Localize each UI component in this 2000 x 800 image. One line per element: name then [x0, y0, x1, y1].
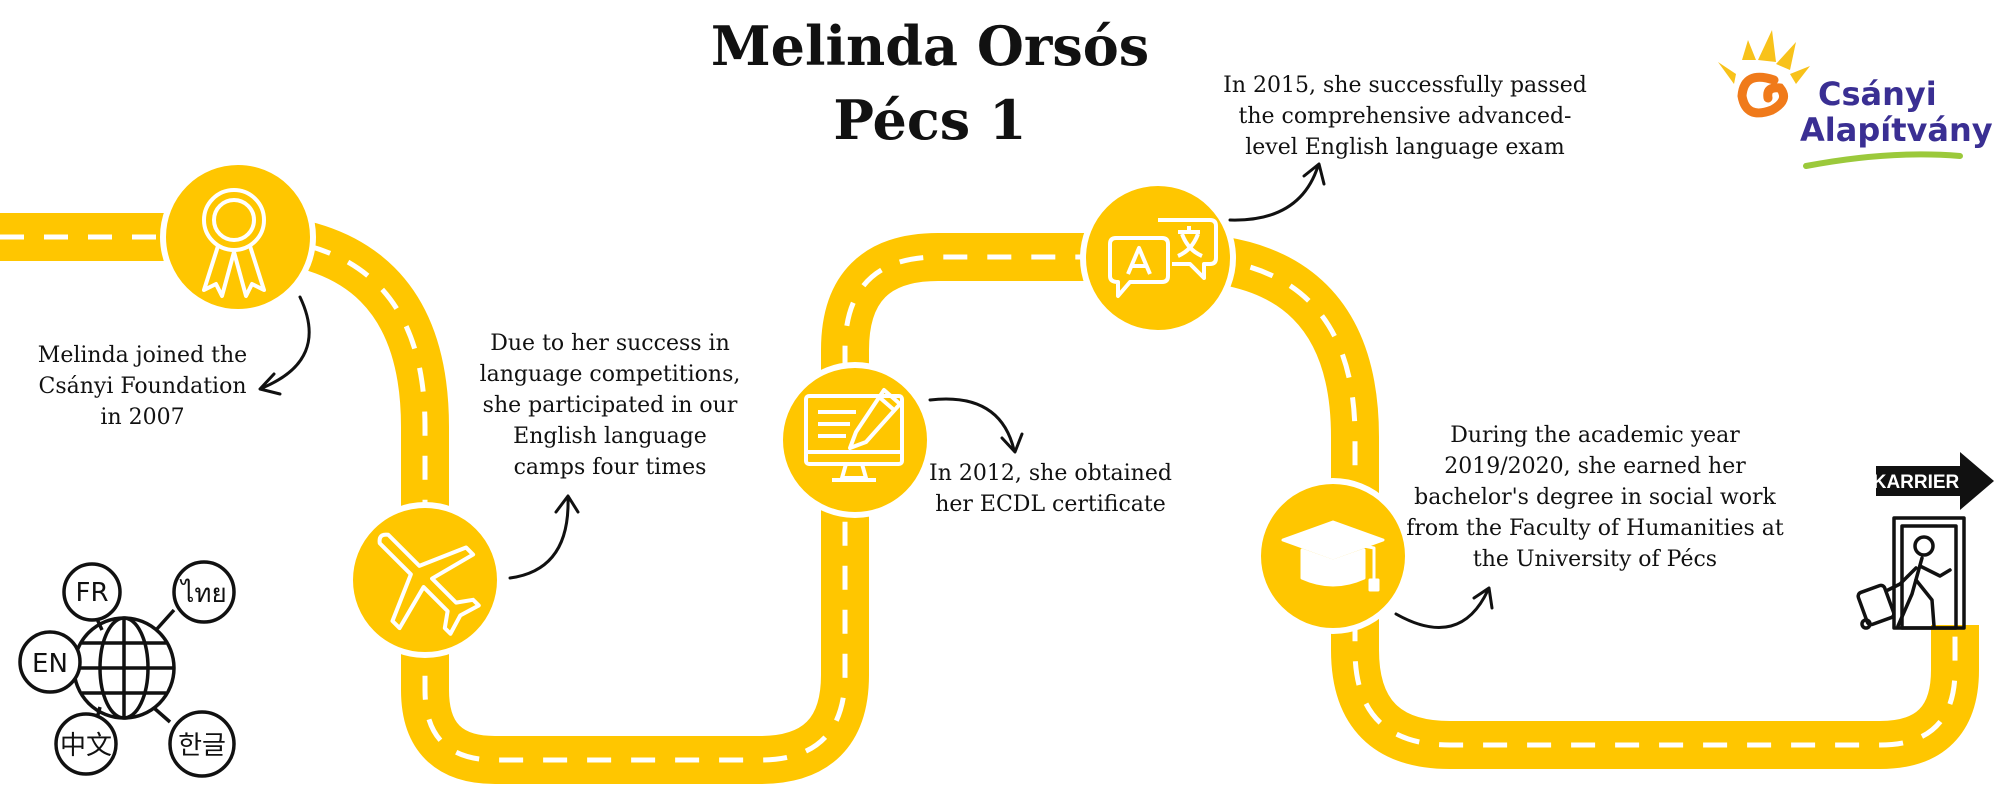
csanyi-logo-mark [1718, 30, 1963, 169]
milestone-caption-4: In 2015, she successfully passed the com… [1195, 70, 1615, 163]
language-label-ko: 한글 [178, 731, 226, 761]
caption-line: bachelor's degree in social work [1414, 485, 1776, 510]
logo-text-line-2: Alapítvány [1800, 111, 1993, 149]
caption-line: Melinda joined the [37, 343, 248, 368]
exit-door-icon [1856, 516, 1966, 630]
career-sign [1876, 452, 1994, 510]
caption-line: English language [513, 424, 707, 449]
milestone-circle-2 [347, 502, 503, 658]
caption-line: In 2012, she obtained [929, 461, 1172, 486]
caption-line: her ECDL certificate [935, 492, 1166, 517]
graduation-cap-icon [1281, 520, 1385, 592]
caption-line: the comprehensive advanced- [1238, 104, 1572, 129]
arrows [258, 162, 1494, 629]
caption-line: During the academic year [1450, 423, 1740, 448]
caption-line: 2019/2020, she earned her [1444, 454, 1746, 479]
caption-line: the University of Pécs [1472, 547, 1718, 572]
caption-line: language competitions, [479, 362, 741, 387]
arrow-2 [508, 496, 570, 580]
translation-icon [1108, 218, 1218, 298]
airplane-icon [377, 532, 481, 636]
caption-line: camps four times [513, 455, 707, 480]
caption-line: in 2007 [100, 405, 185, 430]
career-sign-label: KARRIER [1873, 472, 1960, 493]
computer-certificate-icon [804, 388, 904, 482]
arrow-5 [1394, 588, 1490, 629]
language-label-en: EN [32, 649, 68, 679]
page-title: Melinda Orsós [710, 14, 1150, 78]
logo-text-line-1: Csányi [1818, 75, 1937, 113]
arrow-1 [260, 295, 311, 390]
award-ribbon-icon [202, 188, 266, 298]
arrow-4 [1228, 164, 1320, 222]
caption-line: from the Faculty of Humanities at [1406, 516, 1784, 541]
caption-line: Due to her success in [490, 331, 730, 356]
milestone-caption-2: Due to her success in language competiti… [465, 328, 755, 483]
language-label-zh: 中文 [60, 731, 112, 761]
milestone-caption-5: During the academic year 2019/2020, she … [1390, 420, 1800, 575]
language-label-fr: FR [75, 578, 108, 608]
caption-line: Csányi Foundation [38, 374, 247, 399]
milestone-circle-1 [160, 159, 316, 315]
page-subtitle: Pécs 1 [833, 88, 1027, 152]
milestone-caption-3: In 2012, she obtained her ECDL certifica… [918, 458, 1183, 520]
milestone-caption-1: Melinda joined the Csányi Foundation in … [10, 340, 275, 433]
language-label-thai: ไทย [179, 578, 226, 609]
caption-line: In 2015, she successfully passed [1223, 73, 1587, 98]
milestone-circle-4 [1080, 180, 1236, 336]
language-globe-icon [18, 560, 236, 778]
caption-line: level English language exam [1245, 135, 1565, 160]
arrow-3 [928, 397, 1016, 452]
caption-line: she participated in our [482, 393, 738, 418]
